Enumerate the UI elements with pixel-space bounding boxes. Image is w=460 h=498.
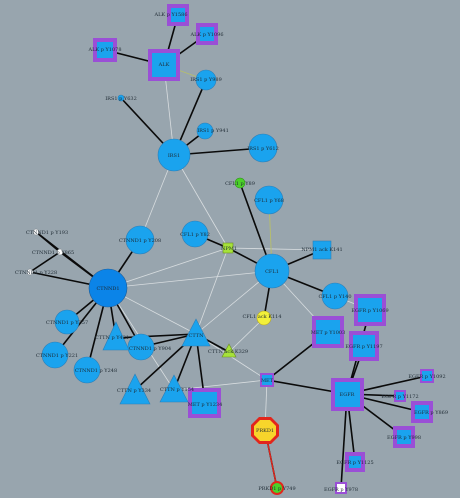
cfl1-y68-node[interactable] [254,185,284,215]
label-alk: ALK [158,62,170,68]
label-alk-y1586: ALK p Y1586 [153,12,187,18]
label-egfr-y1092: EGFR p Y1092 [408,374,445,380]
egfr-node[interactable] [331,378,364,411]
label-met: MET [261,378,274,384]
npm1-k141-node[interactable] [312,240,332,260]
label-egfr-y869: EGFR p Y869 [414,410,448,416]
label-irs1: IRS1 [168,153,180,159]
label-cttn-y154: CTTN p Y154 [160,387,194,393]
alk-node[interactable] [148,49,180,81]
label-ctnnd1-y208: CTNND1 p Y208 [119,238,161,244]
label-cttn: CTTN [189,333,205,339]
cfl1-y140-node[interactable] [321,282,349,310]
egfr-y1172-node[interactable] [394,390,406,402]
label-cfl1-y89: CFL1 p Y89 [225,181,255,187]
irs1-y941-node[interactable] [196,122,214,140]
egfr-y1092-node[interactable] [420,369,434,383]
label-ctnnd1: CTNND1 [96,286,119,292]
label-ctnnd1-y257: CTNND1 p Y257 [46,320,88,326]
label-egfr-y978: EGFR p Y978 [324,487,358,493]
cttn-y154-node[interactable] [159,374,189,403]
cttn-y334-node[interactable] [119,373,151,405]
met-y1003-node[interactable] [312,316,344,348]
npm1-node[interactable] [222,242,234,254]
ctnnd1-y865-node[interactable] [56,248,64,256]
label-irs1-y989: IRS1 p Y989 [190,77,222,83]
label-egfr-y1172: EGFR p Y1172 [381,394,418,400]
label-cfl1: CFL1 [265,269,279,275]
label-irs1-y941: IRS1 p Y941 [197,128,229,134]
label-npm1: NPM1 [221,246,237,252]
label-cfl1-k114: CFL1 ack K114 [242,314,281,320]
irs1-y612-node[interactable] [248,133,278,163]
alk-y1078-node[interactable] [93,38,117,62]
ctnnd1-y221-node[interactable] [41,341,69,369]
label-egfr-y1197: EGFR p Y1197 [345,344,382,350]
label-cfl1-y82: CFL1 p Y82 [180,232,210,238]
cttn-node[interactable] [181,318,211,347]
egfr-y1197-node[interactable] [349,331,379,361]
label-egfr: EGFR [340,392,355,398]
label-ctnnd1-y193: CTNND1 p Y193 [26,230,68,236]
label-egfr-y998: EGFR p Y998 [387,435,421,441]
label-cttn-y421: CTTN p Y421 [95,335,129,341]
egfr-y1125-node[interactable] [345,452,365,472]
egfr-y869-node[interactable] [411,401,433,423]
label-cfl1-y140: CFL1 p Y140 [318,294,351,300]
label-ctnnd1-y228: CTNND1 p Y228 [15,270,57,276]
egfr-y978-node[interactable] [335,482,347,494]
label-cttn-y334: CTTN p Y334 [117,388,151,394]
label-cfl1-y68: CFL1 p Y68 [254,198,284,204]
cttn-k329-node[interactable] [221,343,237,358]
cfl1-y82-node[interactable] [181,220,209,248]
cttn-y421-node[interactable] [102,321,130,351]
cfl1-y89-node[interactable] [234,177,246,189]
egfr-y1069-node[interactable] [354,294,386,326]
label-alk-y1078: ALK p Y1078 [87,47,121,53]
ctnnd1-node[interactable] [88,268,128,308]
label-prkd1-y749: PRKD1 p Y749 [258,486,295,492]
ctnnd1-y904-node[interactable] [127,333,155,361]
prkd1-node-inner [254,420,276,441]
label-egfr-y1069: EGFR p Y1069 [351,308,388,314]
cfl1-k114-node[interactable] [256,310,272,326]
label-irs1-y612: IRS1 p Y612 [247,146,279,152]
label-met-y1003: MET p Y1003 [311,330,346,336]
ctnnd1-y208-node[interactable] [125,225,155,255]
node-labels: ALK p Y1586 ALK p Y1096 ALK p Y1078 ALK … [15,12,448,493]
met-y1234-node[interactable] [188,388,221,418]
ctnnd1-y248-node[interactable] [73,356,101,384]
prkd1-y749-node[interactable] [270,481,284,495]
ctnnd1-y193-node[interactable] [32,228,40,236]
egfr-y998-node[interactable] [393,426,415,448]
label-ctnnd1-y221: CTNND1 p Y221 [36,353,78,359]
label-egfr-y1125: EGFR p Y1125 [336,460,373,466]
irs1-y989-node[interactable] [195,69,217,91]
label-npm1-k141: NPM1 ack K141 [301,247,342,253]
ctnnd1-y257-node[interactable] [54,309,80,335]
label-ctnnd1-y904: CTNND1 p Y904 [129,346,171,352]
label-ctnnd1-y248: CTNND1 p Y248 [75,368,117,374]
label-cttn-k329: CTTN ack K329 [208,349,248,355]
cfl1-node[interactable] [254,253,290,289]
label-prkd1: PRKD1 [256,428,274,434]
met-node[interactable] [260,373,274,387]
alk-y1586-node[interactable] [167,4,189,26]
label-ctnnd1-y865: CTNND1 p Y865 [32,250,74,256]
node-shapes [26,4,434,495]
label-irs1-y632: IRS1 p Y632 [105,96,137,102]
label-alk-y1096: ALK p Y1096 [189,32,223,38]
alk-y1096-node[interactable] [196,23,218,45]
ctnnd1-y228-node[interactable] [26,268,34,276]
irs1-y632-node[interactable] [117,94,125,102]
irs1-node[interactable] [157,138,191,172]
label-met-y1234: MET p Y1234 [188,402,223,408]
